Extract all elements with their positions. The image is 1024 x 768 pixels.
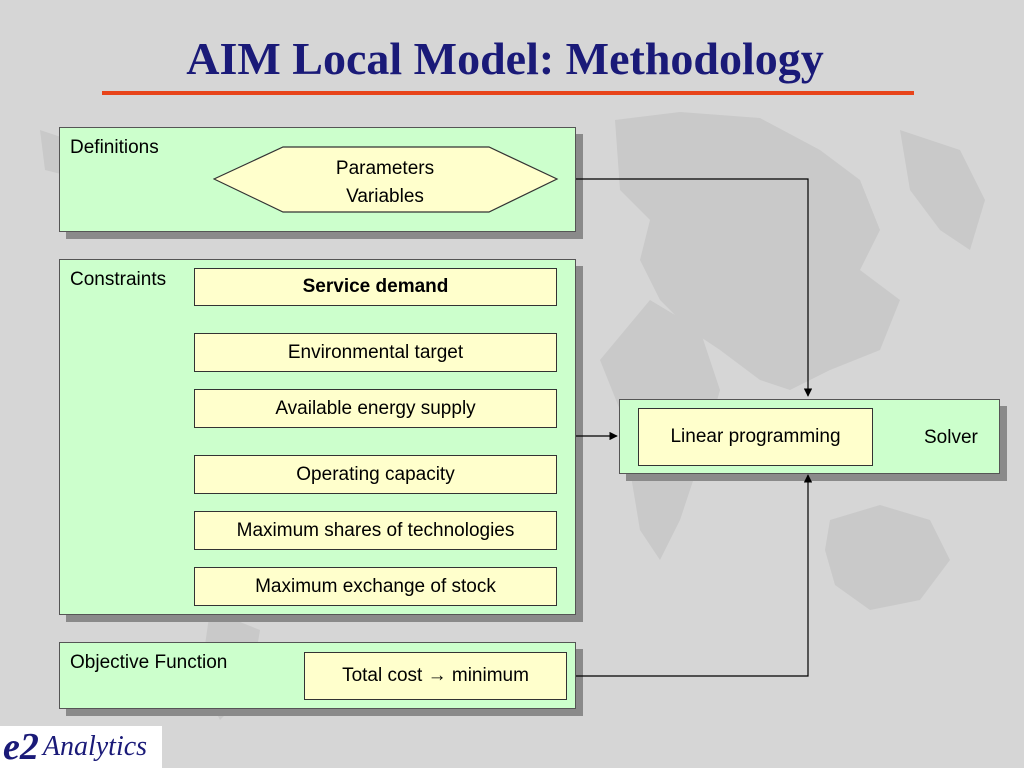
total-cost-box: Total cost → minimum [304, 652, 567, 700]
objective-label: Objective Function [70, 652, 228, 673]
logo-text: Analytics [42, 731, 148, 762]
parameters-hexagon [213, 146, 559, 213]
arrow-definitions-to-solver [576, 178, 813, 397]
constraint-operating-capacity: Operating capacity [194, 455, 557, 494]
logo-mark: e2 [3, 726, 39, 768]
hex-line-parameters: Parameters [335, 158, 435, 179]
title-underline [102, 91, 914, 95]
constraints-panel: Constraints [59, 259, 576, 615]
constraint-maximum-shares: Maximum shares of technologies [194, 511, 557, 550]
e2-analytics-logo: e2 Analytics [0, 726, 162, 768]
hex-line-variables: Variables [346, 186, 424, 207]
constraint-environmental-target: Environmental target [194, 333, 557, 372]
solver-label: Solver [924, 427, 978, 448]
constraint-maximum-exchange: Maximum exchange of stock [194, 567, 557, 606]
definitions-label: Definitions [70, 137, 159, 158]
arrow-objective-to-solver [576, 474, 813, 677]
linear-programming-box: Linear programming [638, 408, 873, 466]
slide-title: AIM Local Model: Methodology [186, 33, 824, 84]
hexagon-text: Parameters Variables [213, 155, 557, 211]
constraint-service-demand: Service demand [194, 268, 557, 306]
constraint-available-energy-supply: Available energy supply [194, 389, 557, 428]
constraints-label: Constraints [70, 269, 167, 290]
